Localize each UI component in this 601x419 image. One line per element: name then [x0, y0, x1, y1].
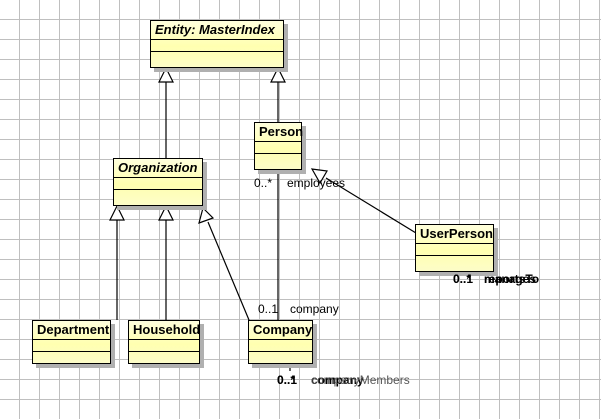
label-employees-role: employees	[287, 176, 346, 190]
class-operations-household	[129, 352, 199, 364]
class-operations-company	[249, 352, 312, 364]
generalization-organization-to-masterindex	[158, 66, 174, 158]
class-box-department[interactable]: Department	[32, 320, 111, 364]
label-company-members-multiplicity-a: 0..1	[277, 373, 298, 387]
class-box-organization[interactable]: Organization	[113, 158, 203, 206]
class-attributes-masterindex	[151, 40, 283, 52]
class-name-department: Department	[33, 321, 110, 340]
class-name-company: Company	[249, 321, 312, 340]
class-operations-masterindex	[151, 52, 283, 64]
label-employees-multiplicity: 0..*	[254, 176, 273, 190]
generalization-company-to-organization	[198, 206, 250, 321]
label-reports-to-role: reportsTo	[484, 272, 540, 286]
class-operations-organization	[114, 190, 202, 202]
class-attributes-household	[129, 340, 199, 352]
label-reports-to-multiplicity-a: 0..1	[453, 272, 474, 286]
class-attributes-company	[249, 340, 312, 352]
generalization-userperson-to-person	[310, 168, 417, 234]
label-company-multiplicity: 0..1	[258, 302, 279, 316]
class-attributes-organization	[114, 178, 202, 190]
class-box-userperson[interactable]: UserPerson	[415, 224, 494, 272]
class-name-masterindex: Entity: MasterIndex	[151, 21, 283, 40]
label-company-role: company	[290, 302, 339, 316]
class-attributes-department	[33, 340, 110, 352]
class-attributes-userperson	[416, 244, 493, 256]
label-reports-to-multiplicity-b: 0..*	[453, 272, 472, 286]
class-operations-userperson	[416, 256, 493, 268]
class-box-person[interactable]: Person	[254, 122, 303, 170]
class-operations-person	[255, 154, 301, 166]
class-attributes-person	[255, 142, 301, 154]
generalization-person-to-masterindex	[270, 66, 286, 122]
generalization-household-to-organization	[158, 204, 174, 320]
label-company-members-role-a: company	[311, 373, 364, 387]
class-box-company[interactable]: Company	[248, 320, 313, 364]
class-box-household[interactable]: Household	[128, 320, 200, 364]
label-manages-role: manages	[484, 272, 537, 286]
class-name-organization: Organization	[114, 159, 202, 178]
class-box-masterindex[interactable]: Entity: MasterIndex	[150, 20, 284, 68]
label-company-members-multiplicity-b: 0..*	[277, 373, 296, 387]
generalization-department-to-organization	[109, 204, 125, 320]
class-name-userperson: UserPerson	[416, 225, 493, 244]
label-company-members-role-b: companyMembers	[311, 373, 410, 387]
class-operations-department	[33, 352, 110, 364]
class-name-person: Person	[255, 123, 303, 142]
class-name-household: Household	[129, 321, 200, 340]
